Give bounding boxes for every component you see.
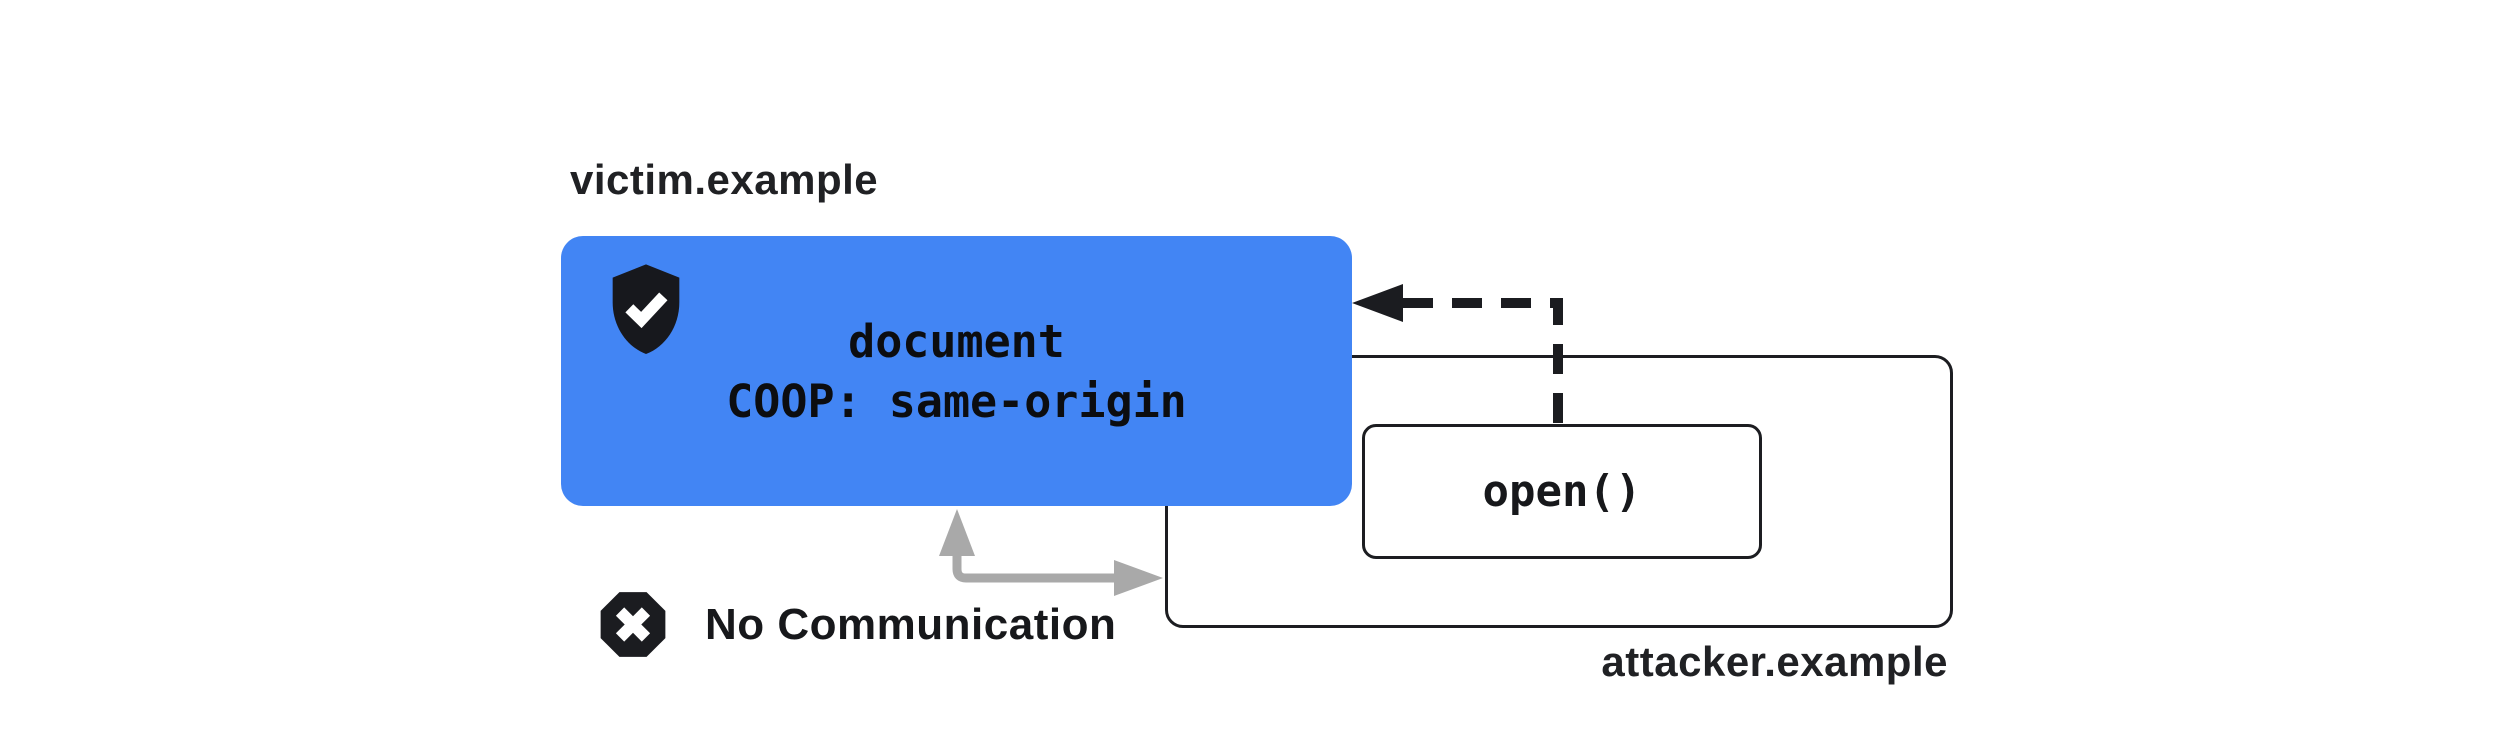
open-call-label: open() [1482,466,1642,517]
victim-domain-label: victim.example [570,156,879,203]
victim-document-box: document COOP: same-origin [561,236,1352,506]
open-call-box: open() [1362,424,1762,559]
coop-header-line: COOP: same-origin [726,375,1187,428]
gray-elbow-arrow [939,509,1163,596]
shield-check-icon [612,264,680,354]
x-octagon-icon [600,592,666,657]
document-line: document [848,315,1065,368]
no-communication-label: No Communication [705,600,1117,649]
victim-document-text: document COOP: same-origin [561,312,1352,432]
attacker-domain-label: attacker.example [1601,638,1948,685]
